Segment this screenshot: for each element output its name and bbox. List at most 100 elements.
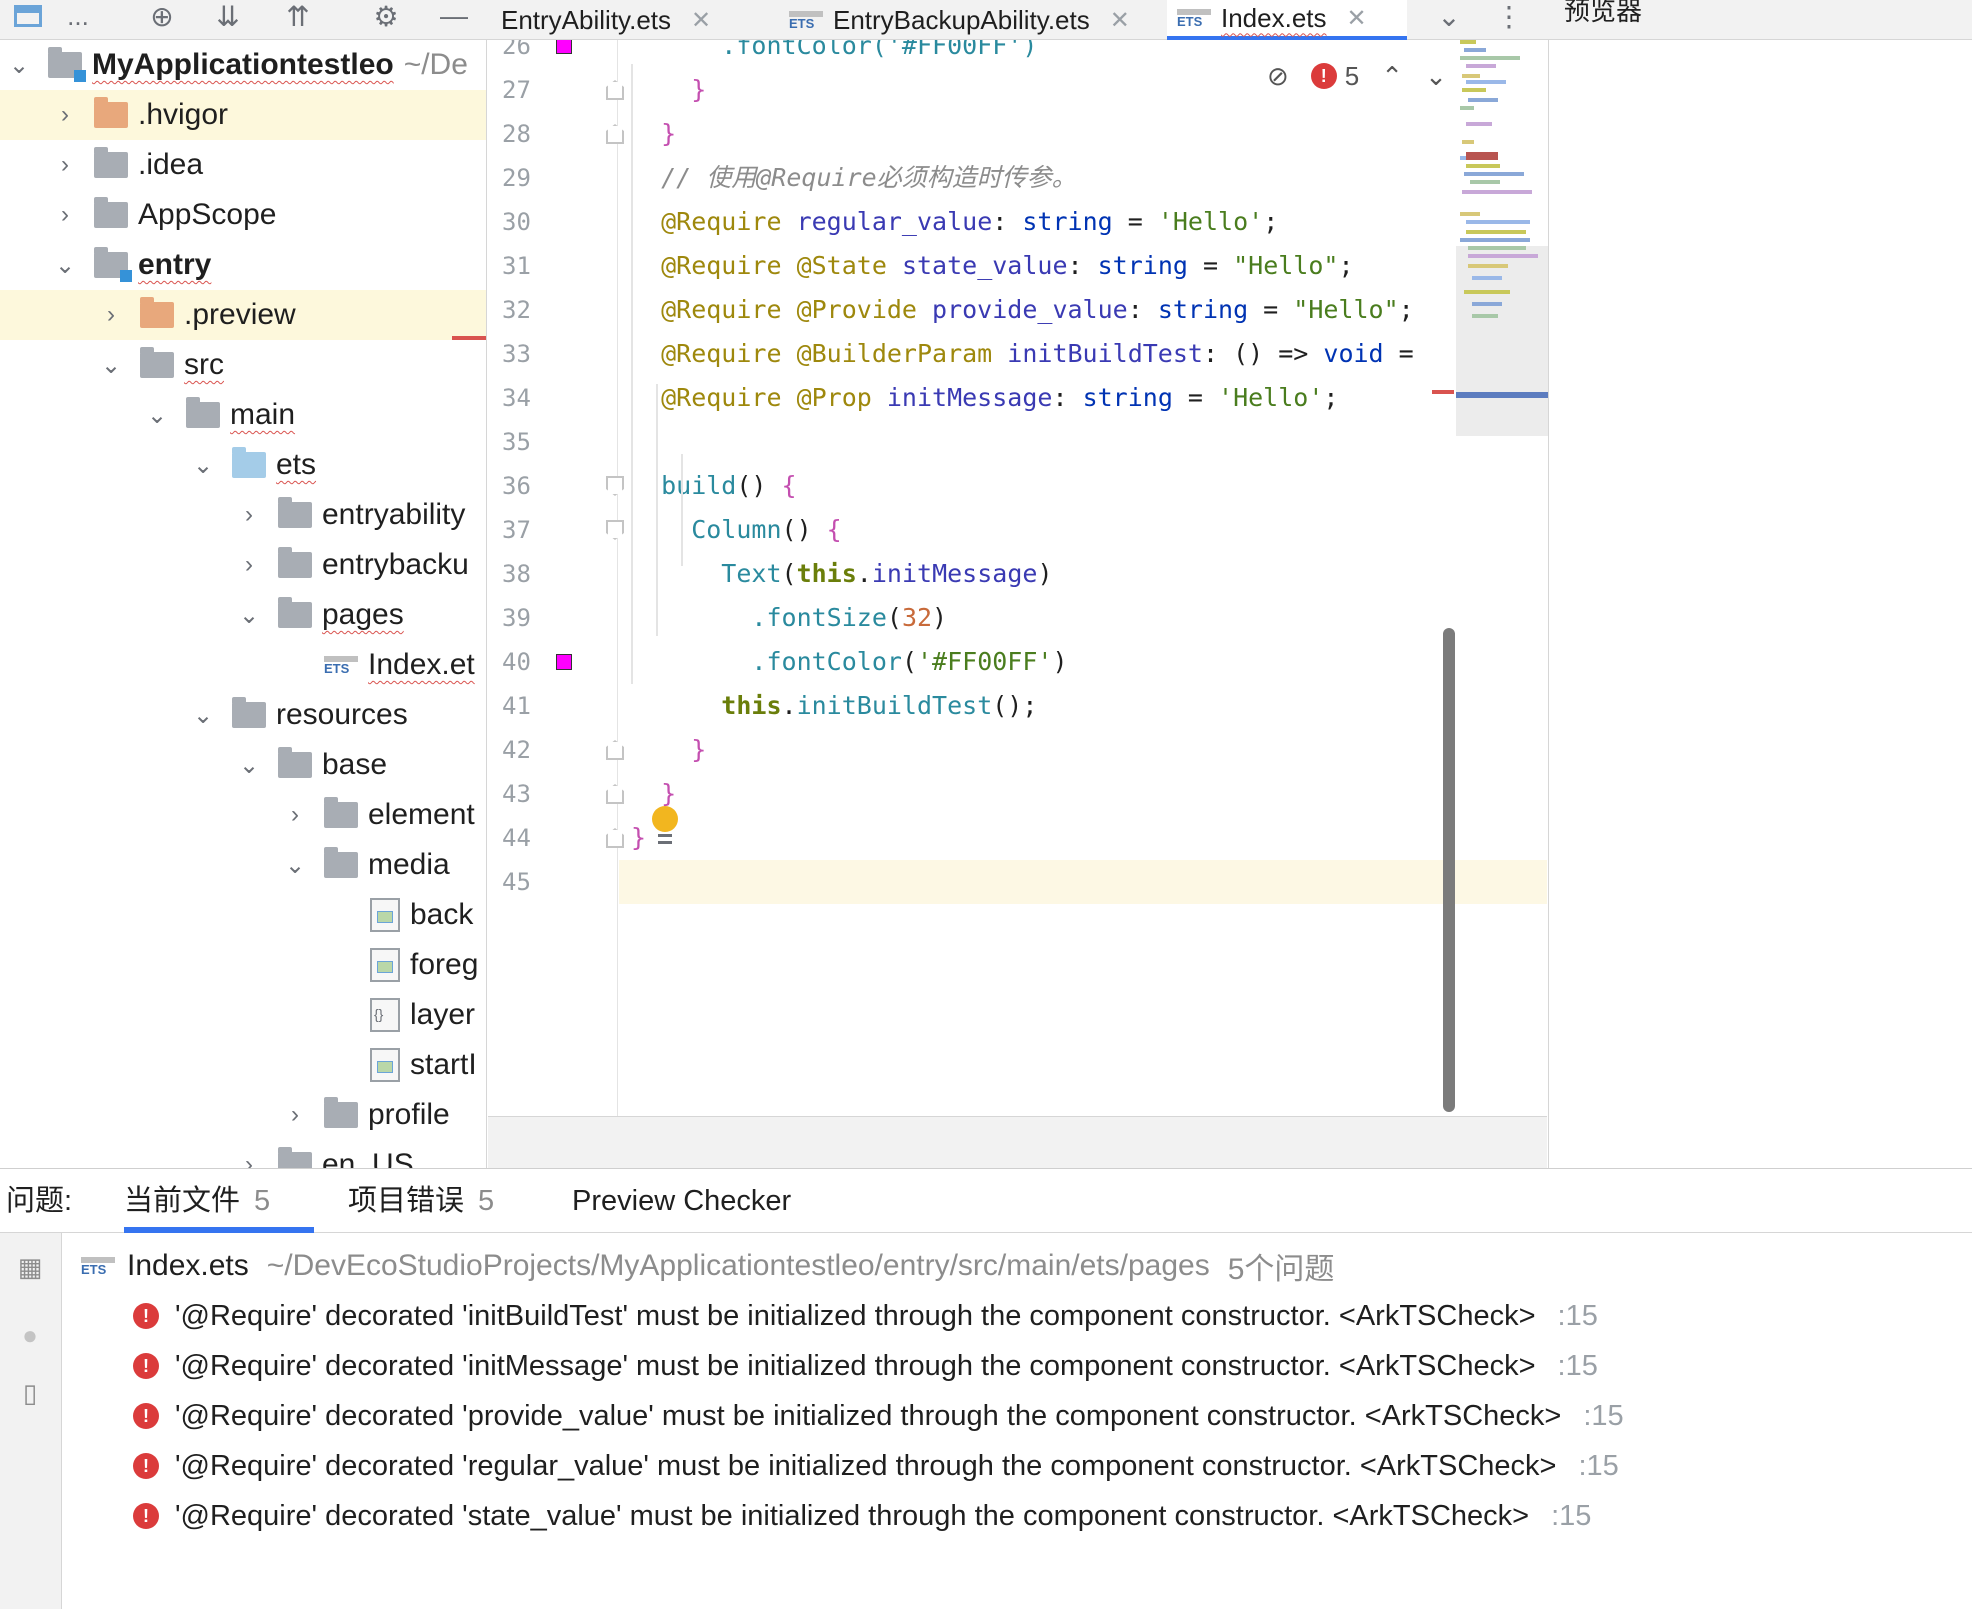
tab-entryability[interactable]: EntryAbility.ets ✕	[491, 0, 721, 40]
chevron-right-icon[interactable]: ›	[107, 301, 115, 328]
chevron-right-icon[interactable]: ›	[291, 801, 299, 828]
chevron-right-icon[interactable]: ›	[245, 501, 253, 528]
tree-item[interactable]: ⌄pages	[0, 590, 486, 640]
fold-end-icon[interactable]	[606, 784, 624, 804]
fold-end-icon[interactable]	[606, 828, 624, 848]
chevron-right-icon[interactable]: ›	[61, 201, 69, 228]
code-line[interactable]: @Require @Prop initMessage: string = 'He…	[619, 376, 1547, 420]
tree-item[interactable]: ›.hvigor	[0, 90, 486, 140]
code-line[interactable]: @Require @BuilderParam initBuildTest: ()…	[619, 332, 1547, 376]
tree-item[interactable]: ⌄MyApplicationtestleo~/De	[0, 40, 486, 90]
chevron-down-icon[interactable]: ⌄	[8, 51, 30, 79]
tree-item[interactable]: {}layer	[0, 990, 486, 1040]
chevron-down-icon[interactable]: ⌄	[192, 451, 214, 479]
problem-row[interactable]: !'@Require' decorated 'initMessage' must…	[133, 1341, 1598, 1391]
error-count-indicator[interactable]: ! 5	[1310, 61, 1359, 92]
fold-end-icon[interactable]	[606, 124, 624, 144]
code-line[interactable]: @Require @Provide provide_value: string …	[619, 288, 1547, 332]
fold-start-icon[interactable]	[606, 476, 624, 496]
tab-list-chevron-icon[interactable]: ⌄	[1437, 0, 1461, 32]
tree-item[interactable]: ›en_US	[0, 1140, 486, 1168]
collapse-all-icon[interactable]: ⇈	[286, 0, 310, 32]
code-line[interactable]: }	[619, 728, 1547, 772]
preview-pane-icon[interactable]: ▯	[22, 1378, 38, 1408]
expand-all-icon[interactable]: ⇊	[216, 0, 240, 32]
code-line[interactable]: .fontColor('#FF00FF')	[619, 640, 1547, 684]
chevron-down-icon[interactable]: ⌄	[284, 851, 306, 879]
tree-item[interactable]: ›profile	[0, 1090, 486, 1140]
tab-index[interactable]: ETS Index.ets ✕	[1167, 0, 1407, 40]
fold-end-icon[interactable]	[606, 740, 624, 760]
tree-item[interactable]: ⌄entry	[0, 240, 486, 290]
chevron-right-icon[interactable]: ›	[291, 1101, 299, 1128]
next-error-icon[interactable]: ⌄	[1425, 60, 1447, 91]
tree-item[interactable]: ›element	[0, 790, 486, 840]
code-line[interactable]: }	[619, 772, 1547, 816]
code-minimap[interactable]	[1456, 40, 1548, 440]
close-icon[interactable]: ✕	[1109, 6, 1130, 34]
chevron-down-icon[interactable]: ⌄	[238, 601, 260, 629]
previewer-header[interactable]: 预览器	[1548, 0, 1972, 40]
minimap-viewport[interactable]	[1456, 246, 1548, 436]
tree-item[interactable]: ›.idea	[0, 140, 486, 190]
chevron-right-icon[interactable]: ›	[61, 101, 69, 128]
code-area[interactable]: .fontColor('#FF00FF') } } // 使用@Require必…	[619, 40, 1547, 1116]
tree-item[interactable]: foreg	[0, 940, 486, 990]
group-by-icon[interactable]: ▦	[17, 1252, 43, 1282]
tree-item[interactable]: ⌄ets	[0, 440, 486, 490]
code-line[interactable]	[619, 420, 1547, 464]
tree-item[interactable]: ›entrybacku	[0, 540, 486, 590]
code-line[interactable]: Column() {	[619, 508, 1547, 552]
locate-icon[interactable]: ⊕	[150, 0, 174, 32]
fold-end-icon[interactable]	[606, 80, 624, 100]
problem-row[interactable]: !'@Require' decorated 'provide_value' mu…	[133, 1391, 1624, 1441]
code-line[interactable]: Text(this.initMessage)	[619, 552, 1547, 596]
problem-file-row[interactable]: ETS Index.ets ~/DevEcoStudioProjects/MyA…	[81, 1241, 1334, 1291]
eye-hidden-icon[interactable]: ⊘	[1267, 60, 1289, 91]
more-options-icon[interactable]: ⋮	[1495, 0, 1523, 32]
close-icon[interactable]: ✕	[1346, 4, 1367, 32]
problem-row[interactable]: !'@Require' decorated 'initBuildTest' mu…	[133, 1291, 1598, 1341]
code-line[interactable]: this.initBuildTest();	[619, 684, 1547, 728]
previous-error-icon[interactable]: ⌃	[1381, 60, 1404, 91]
settings-gear-icon[interactable]: ⚙	[373, 0, 399, 32]
inspection-widget[interactable]: ⊘ ! 5 ⌃ ⌄	[1247, 52, 1547, 100]
quick-fix-bulb-icon[interactable]: ●	[22, 1320, 38, 1350]
tab-preview-checker[interactable]: Preview Checker	[572, 1169, 791, 1233]
chevron-down-icon[interactable]: ⌄	[100, 351, 122, 379]
chevron-down-icon[interactable]: ⌄	[146, 401, 168, 429]
tab-entrybackupability[interactable]: ETS EntryBackupAbility.ets ✕	[779, 0, 1140, 40]
code-line[interactable]: build() {	[619, 464, 1547, 508]
chevron-right-icon[interactable]: ›	[245, 551, 253, 578]
lightbulb-icon[interactable]	[652, 806, 678, 846]
chevron-down-icon[interactable]: ⌄	[238, 751, 260, 779]
project-view-icon[interactable]	[6, 0, 50, 32]
chevron-right-icon[interactable]: ›	[245, 1151, 253, 1168]
color-swatch-marker[interactable]	[556, 654, 572, 670]
color-swatch-marker[interactable]	[556, 40, 572, 54]
tree-item[interactable]: startI	[0, 1040, 486, 1090]
problem-row[interactable]: !'@Require' decorated 'regular_value' mu…	[133, 1441, 1619, 1491]
tree-item[interactable]: back	[0, 890, 486, 940]
chevron-right-icon[interactable]: ›	[61, 151, 69, 178]
code-line[interactable]: .fontColor('#FF00FF')	[619, 40, 1547, 68]
tree-item[interactable]: ›.preview	[0, 290, 486, 340]
hide-icon[interactable]: —	[440, 0, 468, 31]
code-line[interactable]: @Require regular_value: string = 'Hello'…	[619, 200, 1547, 244]
project-view-dropdown[interactable]: ...	[56, 0, 100, 32]
editor-scrollbar[interactable]	[1443, 628, 1455, 1112]
problem-row[interactable]: !'@Require' decorated 'state_value' must…	[133, 1491, 1591, 1541]
tree-item[interactable]: ⌄main	[0, 390, 486, 440]
code-line[interactable]: @Require @State state_value: string = "H…	[619, 244, 1547, 288]
code-line[interactable]: }	[619, 112, 1547, 156]
code-line[interactable]: .fontSize(32)	[619, 596, 1547, 640]
tree-item[interactable]: ⌄base	[0, 740, 486, 790]
code-line[interactable]: }	[619, 816, 1547, 860]
tree-item[interactable]: ⌄src	[0, 340, 486, 390]
chevron-down-icon[interactable]: ⌄	[54, 251, 76, 279]
code-line[interactable]	[619, 860, 1547, 904]
